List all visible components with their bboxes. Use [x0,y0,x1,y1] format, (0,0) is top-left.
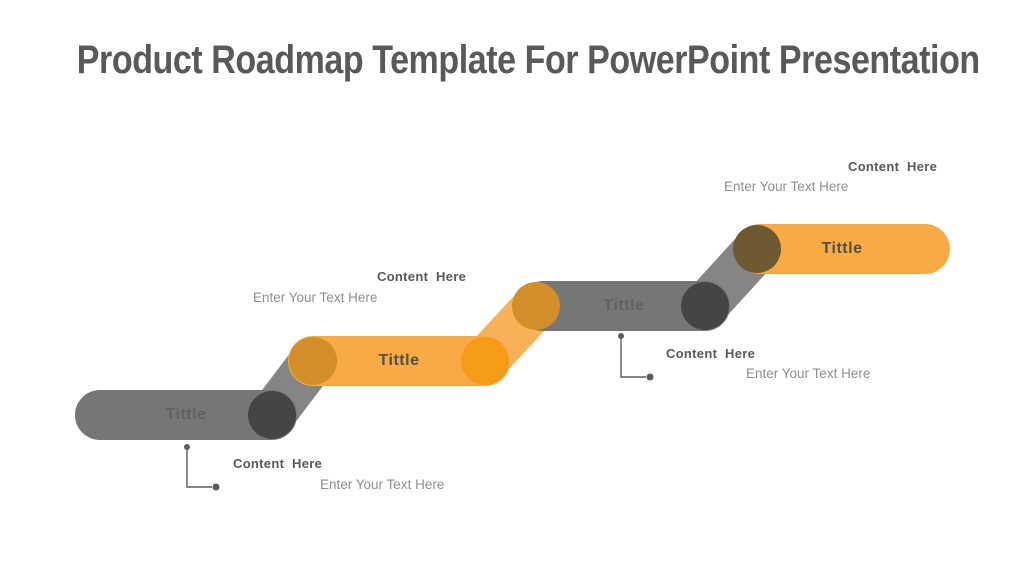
joint-circle-step3-end [681,282,729,330]
step1-callout-dot-end [212,483,220,491]
step4-content-label: Content Here [848,159,938,174]
step3-callout-elbow-line [620,336,646,378]
joint-circle-step3-start [512,282,560,330]
step3-callout-connector [618,333,654,381]
joint-circles [248,225,781,439]
step3-placeholder-label: Enter Your Text Here [746,366,871,381]
step1-callout-elbow-line [186,447,212,488]
step2-content-label: Content Here [377,269,467,284]
step-bars [75,224,950,440]
joint-circle-step2-start [289,337,337,385]
step2-placeholder-label: Enter Your Text Here [253,290,378,305]
diagonal-connectors [249,226,780,438]
step4-title-label: Tittle [821,240,863,257]
step3-content-label: Content Here [666,346,756,361]
step4-placeholder-label: Enter Your Text Here [724,179,849,194]
step3-callout-dot-end [646,373,654,381]
step1-placeholder-label: Enter Your Text Here [320,477,445,492]
step3-title-label: Tittle [603,297,645,314]
joint-circle-step2-end [461,337,509,385]
step1-content-label: Content Here [233,456,323,471]
step1-title-label: Tittle [165,406,207,423]
slide-title: Product Roadmap Template For PowerPoint … [76,38,980,82]
step2-title-label: Tittle [378,352,420,369]
step1-callout-connector [184,444,220,491]
joint-circle-step1-end [248,391,296,439]
joint-circle-step4-start [733,225,781,273]
